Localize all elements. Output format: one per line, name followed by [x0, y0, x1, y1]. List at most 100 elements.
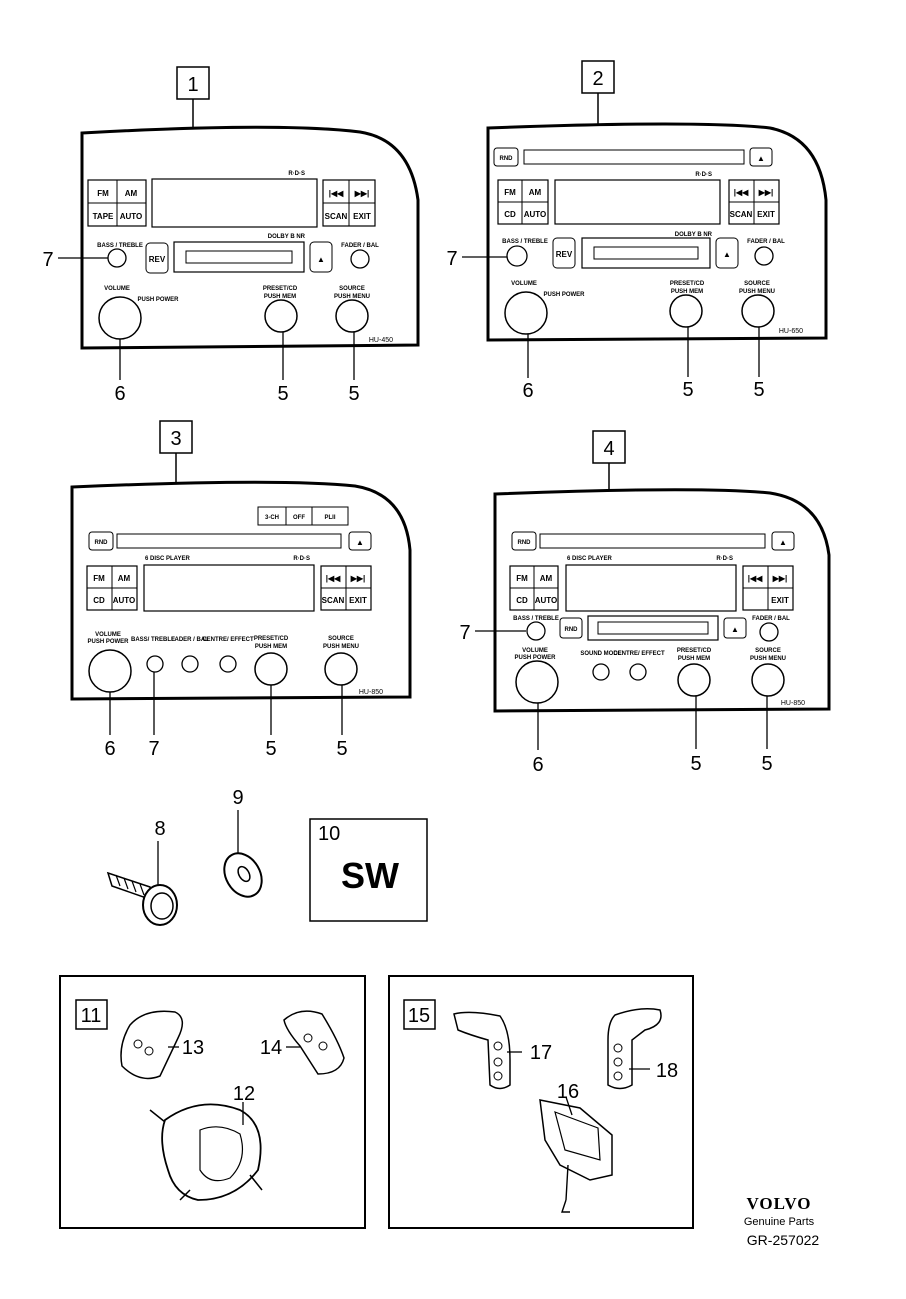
svg-text:18: 18: [656, 1060, 678, 1082]
svg-text:PUSH POWER: PUSH POWER: [87, 639, 129, 645]
svg-text:SOUND MODE: SOUND MODE: [580, 651, 621, 657]
svg-text:FADER / BAL: FADER / BAL: [747, 239, 785, 245]
svg-text:PUSH MEM: PUSH MEM: [255, 644, 287, 650]
svg-text:9: 9: [232, 787, 243, 809]
svg-text:14: 14: [260, 1037, 282, 1059]
svg-text:FADER / BAL: FADER / BAL: [752, 616, 790, 622]
svg-text:▲: ▲: [779, 538, 787, 547]
svg-text:|◀◀: |◀◀: [734, 188, 749, 197]
svg-text:4: 4: [603, 438, 614, 460]
right-switch-module: [283, 1010, 345, 1075]
svg-text:17: 17: [530, 1042, 552, 1064]
svg-text:EXIT: EXIT: [757, 210, 775, 219]
right-switch-module: [607, 1008, 662, 1090]
svg-text:AM: AM: [529, 188, 542, 197]
svg-text:CD: CD: [516, 596, 528, 605]
svg-text:PUSH POWER: PUSH POWER: [137, 297, 179, 303]
svg-text:AM: AM: [118, 574, 131, 583]
radio-unit-1: 1 FM AM TAPE AUTO R·D·S |◀◀ ▶▶| SCAN EXI…: [42, 66, 420, 405]
svg-text:6: 6: [522, 380, 533, 402]
radio-unit-3: 3 3-CH OFF PLII RND ▲ 6 DISC PLAYER R·D·…: [70, 420, 412, 760]
svg-text:CENTRE/ EFFECT: CENTRE/ EFFECT: [613, 651, 665, 657]
rev-button: REV: [149, 255, 166, 264]
svg-text:VOLUME: VOLUME: [95, 632, 121, 638]
callout-5: 5: [277, 383, 288, 405]
rnd-button: RND: [500, 156, 514, 162]
svg-text:15: 15: [408, 1005, 430, 1027]
svg-text:RND: RND: [95, 540, 109, 546]
fader-bal-label: FADER / BAL: [341, 243, 379, 249]
svg-text:SOURCE: SOURCE: [755, 648, 781, 654]
svg-text:11: 11: [81, 1005, 102, 1027]
svg-text:RND: RND: [565, 627, 579, 633]
svg-text:▶▶|: ▶▶|: [758, 188, 774, 197]
display: [143, 564, 315, 612]
svg-text:AUTO: AUTO: [113, 596, 136, 605]
svg-text:13: 13: [182, 1037, 204, 1059]
svg-text:7: 7: [459, 622, 470, 644]
svg-text:SOURCE: SOURCE: [744, 281, 770, 287]
svg-text:PRESET/CD: PRESET/CD: [677, 648, 712, 654]
bass-treble-knob: [107, 248, 127, 268]
bass-treble-label: BASS / TREBLE: [97, 243, 143, 249]
svg-text:PRESET/CD: PRESET/CD: [670, 281, 705, 287]
left-switch-module: [453, 1011, 511, 1090]
svg-text:6 DISC PLAYER: 6 DISC PLAYER: [567, 556, 612, 562]
svg-text:SOURCE: SOURCE: [328, 636, 354, 642]
tape-button: TAPE: [93, 212, 114, 221]
svg-text:▲: ▲: [723, 250, 731, 259]
svg-text:PUSH MENU: PUSH MENU: [323, 644, 359, 650]
eject-icon: ▲: [757, 154, 765, 163]
fm-button: FM: [97, 189, 109, 198]
eject-icon: ▲: [317, 255, 325, 264]
callout-5: 5: [348, 383, 359, 405]
exit-button: EXIT: [353, 212, 371, 221]
svg-text:10: 10: [318, 823, 340, 845]
svg-text:DOLBY B NR: DOLBY B NR: [675, 232, 713, 238]
svg-text:5: 5: [690, 753, 701, 775]
callout-1: 1: [187, 74, 198, 96]
svg-text:REV: REV: [556, 250, 573, 259]
svg-text:EXIT: EXIT: [349, 596, 367, 605]
scan-button: SCAN: [325, 212, 348, 221]
svg-text:BASS / TREBLE: BASS / TREBLE: [502, 239, 548, 245]
bracket-part: [539, 1099, 613, 1181]
svg-text:PUSH MENU: PUSH MENU: [739, 289, 775, 295]
svg-text:PUSH MEM: PUSH MEM: [678, 656, 710, 662]
svg-text:PLII: PLII: [324, 515, 335, 521]
svg-text:RND: RND: [518, 540, 532, 546]
svg-text:AM: AM: [540, 574, 553, 583]
svg-text:3: 3: [170, 428, 181, 450]
genuine-parts: Genuine Parts: [744, 1216, 815, 1228]
svg-text:SOURCE: SOURCE: [339, 286, 365, 292]
sw-label: SW: [341, 855, 399, 896]
software-part: 10 SW: [309, 818, 428, 922]
svg-text:SCAN: SCAN: [322, 596, 345, 605]
steering-wheel-buttons-set-15: 15 17 18 16: [388, 975, 694, 1229]
callout-6: 6: [114, 383, 125, 405]
svg-text:▲: ▲: [356, 538, 364, 547]
svg-text:SCAN: SCAN: [730, 210, 753, 219]
callout-2: 2: [592, 68, 603, 90]
svg-text:CENTRE/ EFFECT: CENTRE/ EFFECT: [202, 637, 254, 643]
svg-text:8: 8: [154, 818, 165, 840]
display: [565, 564, 737, 612]
svg-text:FM: FM: [93, 574, 105, 583]
radio-unit-4: 4 RND ▲ 6 DISC PLAYER R·D·S FM AM CD AUT…: [459, 430, 831, 776]
gr-code: GR-257022: [747, 1232, 820, 1248]
svg-text:6 DISC PLAYER: 6 DISC PLAYER: [145, 556, 190, 562]
svg-text:CD: CD: [93, 596, 105, 605]
svg-text:PUSH MENU: PUSH MENU: [334, 294, 370, 300]
svg-text:PUSH POWER: PUSH POWER: [514, 655, 556, 661]
svg-text:BASS/ TREBLE: BASS/ TREBLE: [131, 637, 175, 643]
svg-text:▲: ▲: [731, 625, 739, 634]
svg-text:5: 5: [753, 379, 764, 401]
dolby-logo: DOLBY B NR: [268, 234, 306, 240]
screw-part: 8: [106, 818, 178, 926]
steering-wheel-buttons-set-11: 11 13 14 12: [59, 975, 366, 1229]
washer-part: 9: [223, 787, 263, 898]
svg-text:▶▶|: ▶▶|: [354, 189, 370, 198]
svg-text:|◀◀: |◀◀: [748, 574, 763, 583]
svg-text:|◀◀: |◀◀: [329, 189, 344, 198]
